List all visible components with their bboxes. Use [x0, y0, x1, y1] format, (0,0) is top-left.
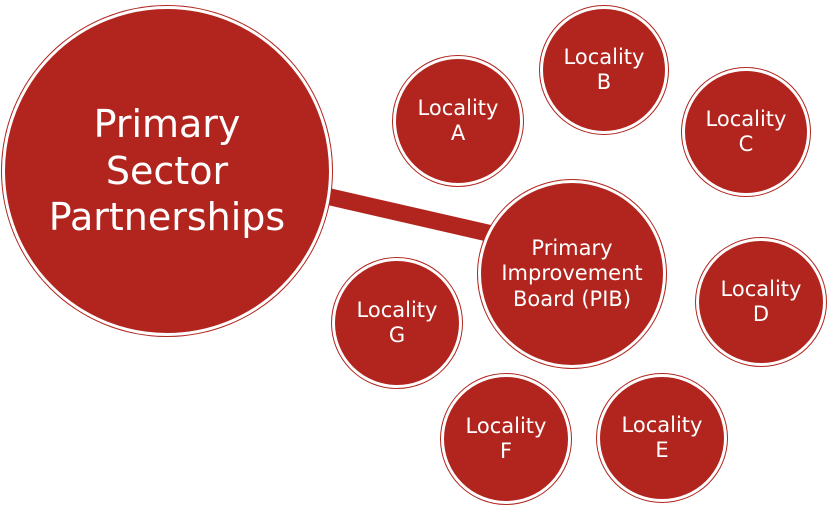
locality-a-label: Locality A: [418, 96, 499, 146]
node-locality-c: Locality C: [682, 68, 810, 196]
locality-c-line-2: C: [738, 132, 754, 156]
hub-label-line-1: Primary: [531, 235, 613, 260]
node-locality-d: Locality D: [696, 238, 826, 366]
locality-b-line-2: B: [596, 70, 612, 94]
locality-a-line-2: A: [450, 121, 466, 145]
hub-label-line-3: Board (PIB): [512, 286, 632, 311]
locality-a-line-1: Locality: [417, 96, 499, 121]
locality-e-line-1: Locality: [621, 413, 703, 438]
locality-f-line-1: Locality: [465, 414, 547, 439]
node-locality-a: Locality A: [393, 56, 523, 186]
locality-g-line-2: G: [388, 323, 406, 347]
locality-b-line-1: Locality: [563, 45, 645, 70]
locality-e-label: Locality E: [622, 413, 703, 463]
main-label-line-1: Primary: [93, 102, 241, 147]
main-label-line-3: Partnerships: [48, 195, 286, 240]
locality-b-label: Locality B: [564, 45, 645, 95]
node-primary-improvement-board: Primary Improvement Board (PIB): [478, 180, 666, 368]
locality-d-line-1: Locality: [720, 277, 802, 302]
locality-e-line-2: E: [655, 438, 669, 462]
locality-f-label: Locality F: [466, 414, 547, 464]
hub-label-line-2: Improvement: [501, 261, 643, 286]
locality-c-line-1: Locality: [705, 107, 787, 132]
main-label-line-2: Sector: [105, 148, 229, 193]
node-locality-e: Locality E: [597, 374, 727, 502]
node-primary-improvement-board-label: Primary Improvement Board (PIB): [501, 236, 642, 313]
locality-d-label: Locality D: [721, 277, 802, 327]
locality-g-line-1: Locality: [356, 298, 438, 323]
node-primary-sector-partnerships: Primary Sector Partnerships: [2, 6, 332, 336]
locality-c-label: Locality C: [706, 107, 787, 157]
node-locality-f: Locality F: [441, 374, 571, 504]
locality-d-line-2: D: [752, 302, 770, 326]
locality-g-label: Locality G: [357, 298, 438, 348]
locality-f-line-2: F: [499, 439, 513, 463]
node-primary-sector-partnerships-label: Primary Sector Partnerships: [49, 101, 285, 240]
node-locality-b: Locality B: [540, 6, 668, 134]
node-locality-g: Locality G: [332, 258, 462, 388]
